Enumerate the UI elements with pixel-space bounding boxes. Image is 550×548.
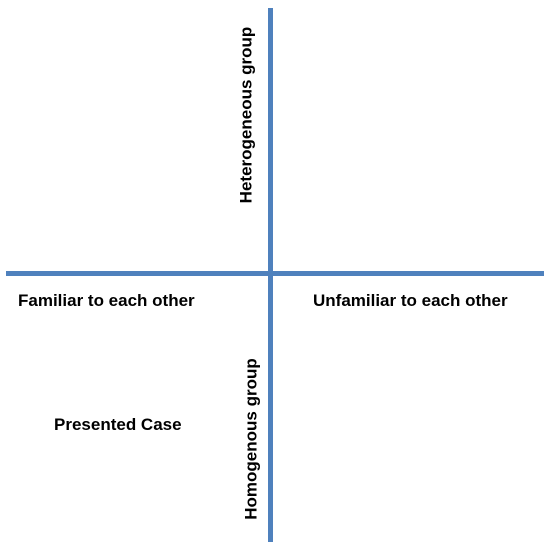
presented-case-label: Presented Case — [54, 415, 182, 434]
homogenous-group-label: Homogenous group — [241, 358, 261, 520]
familiar-label: Familiar to each other — [18, 291, 195, 310]
horizontal-axis — [6, 271, 544, 276]
heterogeneous-group-label: Heterogeneous group — [236, 26, 256, 204]
unfamiliar-label: Unfamiliar to each other — [313, 291, 508, 310]
